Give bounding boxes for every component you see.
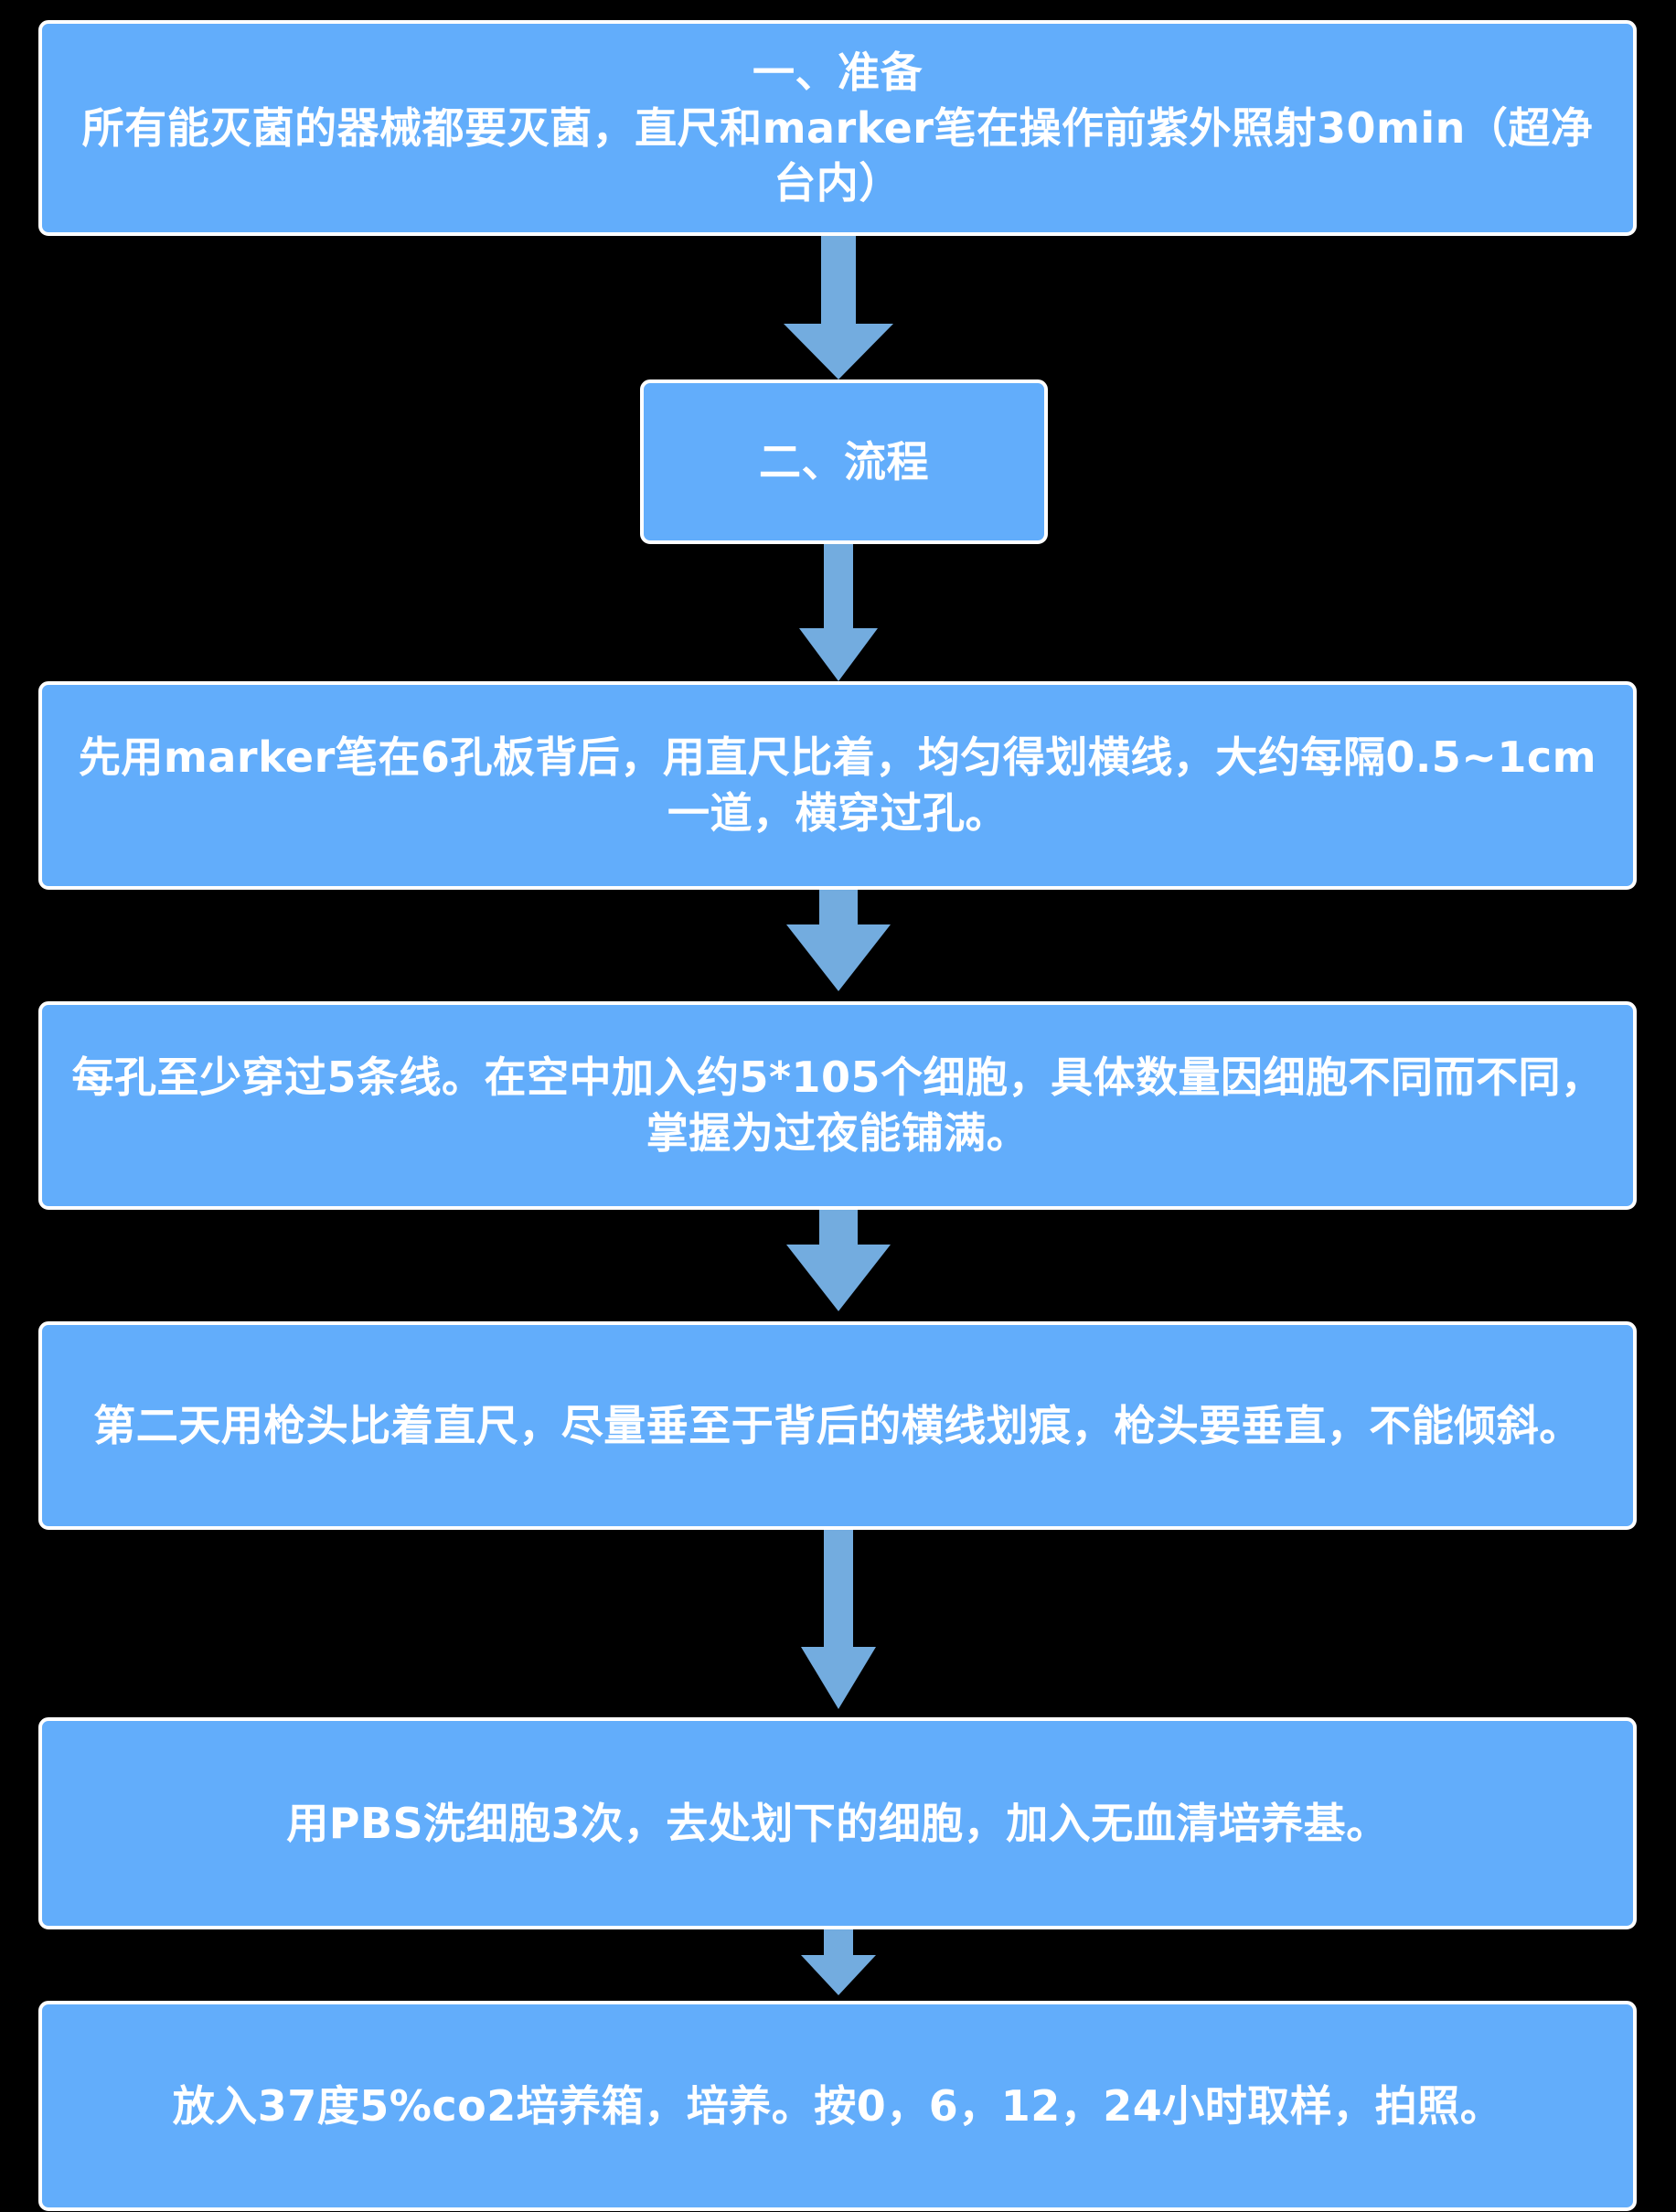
flow-node-step5-label: 放入37度5%co2培养箱，培养。按0，6，12，24小时取样，拍照。	[172, 2080, 1503, 2131]
flow-node-step1[interactable]: 先用marker笔在6孔板背后，用直尺比着，均匀得划横线，大约每隔0.5~1cm…	[38, 681, 1637, 890]
flow-node-process-label: 二、流程	[759, 436, 929, 486]
flow-node-step1-label: 先用marker笔在6孔板背后，用直尺比着，均匀得划横线，大约每隔0.5~1cm…	[78, 732, 1597, 838]
flow-node-step4[interactable]: 用PBS洗细胞3次，去处划下的细胞，加入无血清培养基。	[38, 1717, 1637, 1929]
flow-node-step4-label: 用PBS洗细胞3次，去处划下的细胞，加入无血清培养基。	[286, 1798, 1389, 1848]
flow-node-prepare-label: 一、准备 所有能灭菌的器械都要灭菌，直尺和marker笔在操作前紫外照射30mi…	[81, 47, 1594, 208]
flow-node-step5[interactable]: 放入37度5%co2培养箱，培养。按0，6，12，24小时取样，拍照。	[38, 2001, 1637, 2211]
flow-arrow-step2-to-step3	[784, 1210, 893, 1321]
flow-arrow-step4-to-step5	[784, 1929, 893, 2001]
flow-arrow-step3-to-step4	[784, 1530, 893, 1717]
flow-arrow-step1-to-step2	[784, 890, 893, 1001]
flow-node-step3[interactable]: 第二天用枪头比着直尺，尽量垂至于背后的横线划痕，枪头要垂直，不能倾斜。	[38, 1321, 1637, 1530]
flow-arrow-process-to-step1	[784, 544, 893, 681]
flow-node-step2-label: 每孔至少穿过5条线。在空中加入约5*105个细胞，具体数量因细胞不同而不同，掌握…	[71, 1053, 1604, 1158]
flow-node-process[interactable]: 二、流程	[640, 379, 1048, 544]
flow-node-prepare[interactable]: 一、准备 所有能灭菌的器械都要灭菌，直尺和marker笔在操作前紫外照射30mi…	[38, 20, 1637, 236]
flow-node-step3-label: 第二天用枪头比着直尺，尽量垂至于背后的横线划痕，枪头要垂直，不能倾斜。	[93, 1400, 1582, 1450]
flow-node-step2[interactable]: 每孔至少穿过5条线。在空中加入约5*105个细胞，具体数量因细胞不同而不同，掌握…	[38, 1001, 1637, 1210]
flow-arrow-prepare-to-process	[784, 236, 893, 379]
